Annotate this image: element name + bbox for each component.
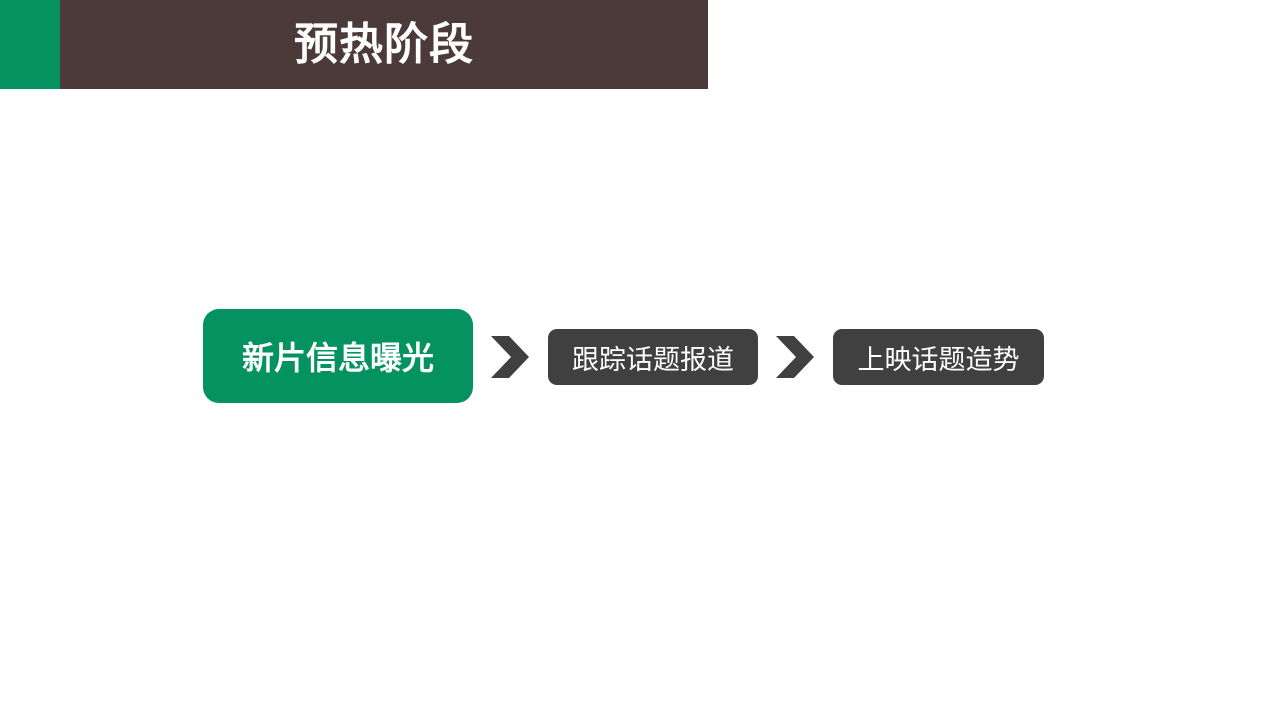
flow-step-2: 跟踪话题报道 (548, 329, 758, 385)
flow-step-2-label: 跟踪话题报道 (572, 344, 734, 376)
flow-step-3-label: 上映话题造势 (857, 344, 1020, 376)
header-accent-block (0, 0, 60, 89)
header-bar: 预热阶段 (60, 0, 708, 89)
chevron-right-icon (776, 336, 814, 378)
chevron-right-icon (491, 336, 529, 378)
flow-step-3: 上映话题造势 (833, 329, 1044, 385)
page-title: 预热阶段 (294, 18, 474, 70)
flow-step-1-label: 新片信息曝光 (241, 339, 434, 377)
flow-step-1: 新片信息曝光 (203, 309, 473, 403)
